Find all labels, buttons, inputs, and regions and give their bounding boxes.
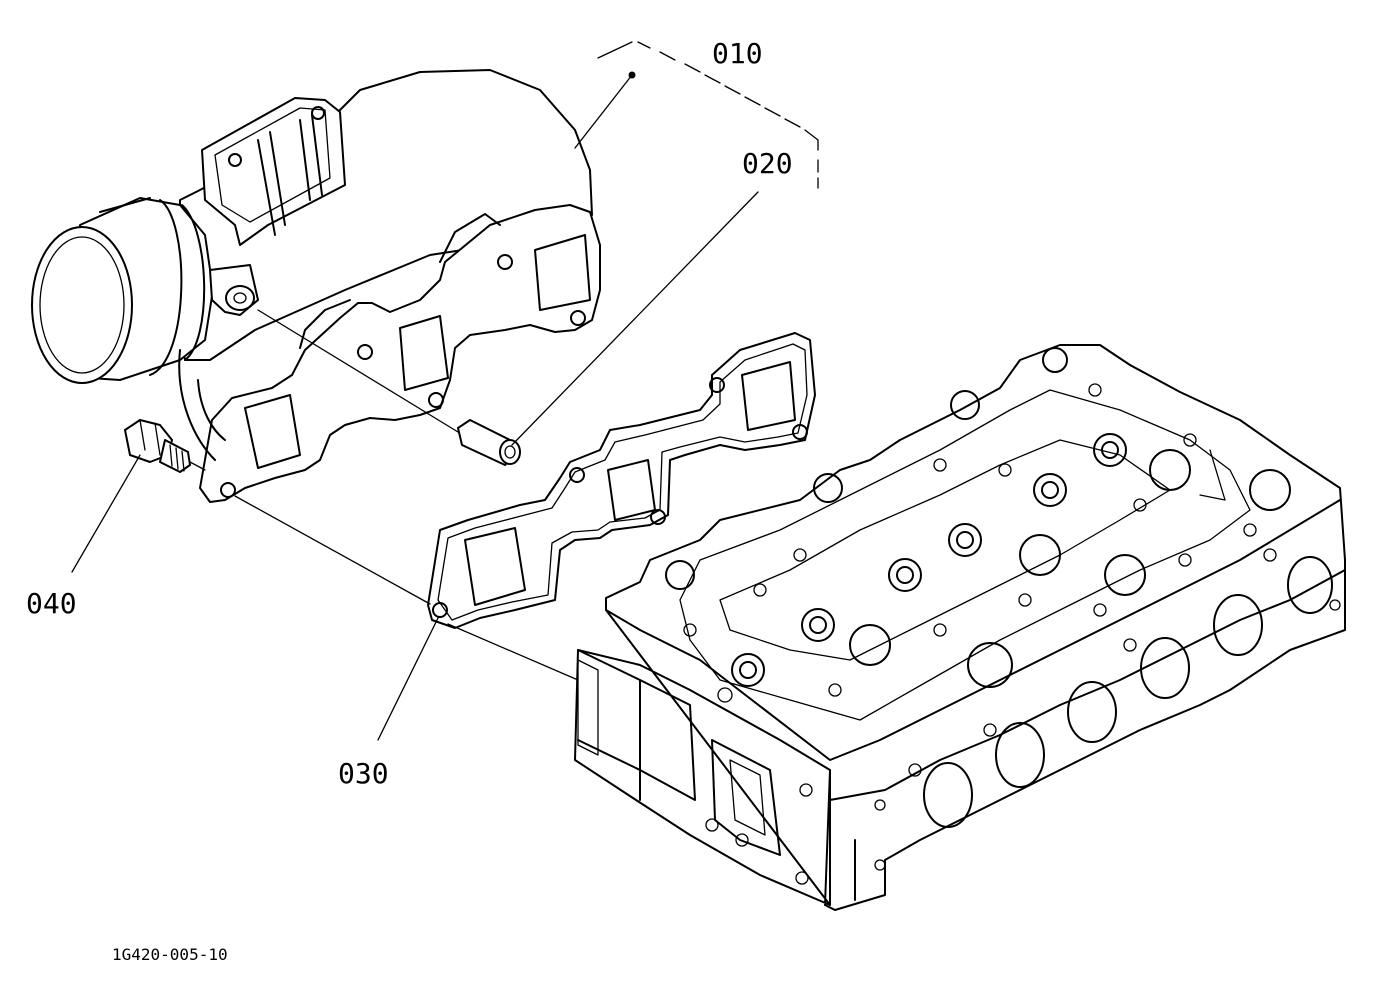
assembly-lines [189, 309, 579, 681]
gasket-030 [427, 332, 816, 629]
bolt-040 [124, 419, 191, 473]
cylinder-head [574, 344, 1346, 911]
leader-040 [71, 454, 141, 573]
callout-010: 010 [712, 37, 763, 70]
callout-020: 020 [742, 147, 793, 180]
leader-010 [574, 41, 819, 189]
callout-030: 030 [338, 757, 389, 790]
pipe-020 [457, 419, 521, 466]
callout-040: 040 [26, 587, 77, 620]
leader-030 [377, 617, 439, 741]
leader-020 [511, 191, 759, 446]
exhaust-manifold-010 [31, 69, 601, 503]
drawing-code: 1G420-005-10 [112, 945, 228, 964]
